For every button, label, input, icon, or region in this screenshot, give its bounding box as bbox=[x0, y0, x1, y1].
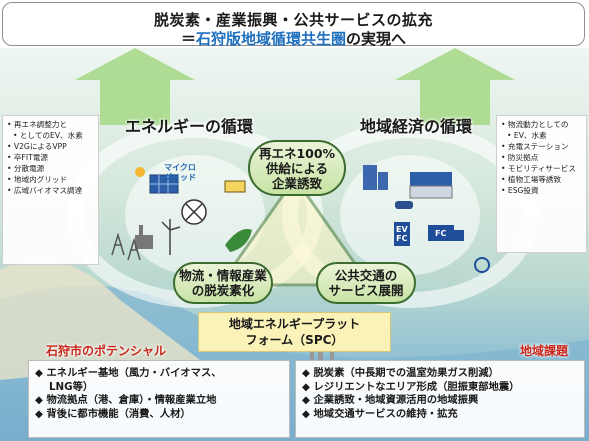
title-box: 脱炭素・産業振興・公共サービスの拡充 ＝石狩版地域循環共生圏の実現へ bbox=[2, 2, 585, 49]
node-top-line3: 企業誘致 bbox=[271, 175, 322, 191]
platform-line1: 地域エネルギープラット bbox=[228, 317, 361, 331]
node-public-transport: 公共交通の サービス展開 bbox=[316, 262, 416, 304]
issues-title: 地域課題 bbox=[520, 344, 569, 358]
list-item: 物流動力としての bbox=[501, 119, 582, 130]
list-item: 卒FIT電源 bbox=[7, 152, 94, 163]
issues-box: 脱炭素（中長期での温室効果ガス削減） レジリエントなエリア形成（胆振東部地震） … bbox=[295, 360, 585, 438]
title-highlight: 石狩版地域循環共生圏 bbox=[195, 30, 346, 48]
factory-icon bbox=[135, 225, 153, 249]
list-item: V2GによるVPP bbox=[7, 141, 94, 152]
economy-items-list: 物流動力としての EV、水素 充電ステーション 防災拠点 モビリティサービス 植… bbox=[496, 115, 587, 253]
arrow-up-right bbox=[395, 48, 515, 125]
list-item: 植物工場等誘致 bbox=[501, 174, 582, 185]
potential-title: 石狩市のポテンシャル bbox=[46, 344, 167, 358]
truck-fc-label: FC bbox=[435, 229, 447, 238]
node-left-line1: 物流・情報産業 bbox=[179, 268, 267, 283]
power-tower-icon-2 bbox=[127, 237, 141, 261]
node-right-line2: サービス展開 bbox=[328, 283, 404, 298]
potential-box: エネルギー基地（風力・バイオマス、 LNG等） 物流拠点（港、倉庫）・情報産業立… bbox=[28, 360, 290, 438]
node-top-line2: 供給による bbox=[265, 160, 329, 176]
list-item: ESG投資 bbox=[501, 185, 582, 196]
micro-grid-label-line2: グリッド bbox=[164, 173, 196, 182]
economy-cycle-title: 地域経済の循環 bbox=[360, 117, 473, 136]
node-logistics-decarbonization: 物流・情報産業 の脱炭素化 bbox=[173, 262, 273, 304]
list-item: 地域内グリッド bbox=[7, 174, 94, 185]
leaf-icon bbox=[225, 229, 252, 252]
list-item: EV、水素 bbox=[507, 130, 582, 141]
potential-item: 物流拠点（港、倉庫）・情報産業立地 bbox=[35, 394, 283, 408]
node-renewable-100: 再エネ100% 供給による 企業誘致 bbox=[248, 140, 346, 196]
list-item: 広域バイオマス調達 bbox=[7, 185, 94, 196]
title-line2-suffix: の実現へ bbox=[346, 30, 407, 48]
energy-platform-spc: 地域エネルギープラット フォーム（SPC） bbox=[198, 312, 391, 352]
potential-item: LNG等） bbox=[49, 380, 94, 393]
list-item: 再エネ調整力と bbox=[7, 119, 94, 130]
issue-item: 脱炭素（中長期での温室効果ガス削減） bbox=[302, 367, 578, 381]
potential-item: エネルギー基地（風力・バイオマス、 bbox=[35, 367, 283, 381]
issue-item: 企業誘致・地域資源活用の地域振興 bbox=[302, 394, 578, 408]
coastline bbox=[0, 260, 200, 380]
background-scene bbox=[0, 48, 589, 441]
building-icon bbox=[363, 165, 388, 190]
city-icons bbox=[310, 346, 334, 360]
micro-grid-label-line1: マイクロ bbox=[164, 163, 196, 172]
platform-line2: フォーム（SPC） bbox=[245, 333, 344, 347]
arrow-up-left bbox=[75, 48, 195, 125]
wind-turbine-icon bbox=[161, 219, 181, 255]
node-left-line2: の脱炭素化 bbox=[191, 283, 255, 298]
list-item: としてのEV、水素 bbox=[13, 130, 94, 141]
ev-charger-icon bbox=[394, 222, 410, 246]
truck-icon bbox=[428, 225, 464, 241]
recycle-icon bbox=[474, 257, 490, 273]
solar-panel-icon bbox=[149, 174, 179, 194]
list-item: 分散電源 bbox=[7, 163, 94, 174]
battery-icon bbox=[224, 180, 246, 193]
connection-triangle bbox=[217, 175, 373, 287]
list-item: 充電ステーション bbox=[501, 141, 582, 152]
ev-label-line1: EV bbox=[396, 225, 408, 234]
ev-label-line2: FC bbox=[396, 234, 408, 243]
car-icon bbox=[395, 201, 413, 209]
issue-item: 地域交通サービスの維持・拡充 bbox=[302, 408, 578, 422]
issue-item: レジリエントなエリア形成（胆振東部地震） bbox=[302, 381, 578, 395]
title-line1: 脱炭素・産業振興・公共サービスの拡充 bbox=[153, 11, 433, 29]
title-line2: ＝石狩版地域循環共生圏の実現へ bbox=[3, 28, 584, 49]
micro-grid-label: マイクロ グリッド bbox=[164, 163, 196, 183]
ev-fc-label: EV FC bbox=[396, 225, 408, 243]
potential-item: 背後に都市機能（消費、人材） bbox=[35, 408, 283, 422]
sun-icon bbox=[135, 167, 145, 177]
grid-node-icon bbox=[181, 199, 207, 225]
list-item: モビリティサービス bbox=[501, 163, 582, 174]
node-top-line1: 再エネ100% bbox=[258, 145, 336, 161]
title-line2-prefix: ＝ bbox=[180, 30, 196, 48]
energy-cycle-title: エネルギーの循環 bbox=[125, 117, 254, 136]
warehouse-solar-icon bbox=[409, 172, 453, 199]
list-item: 防災拠点 bbox=[501, 152, 582, 163]
node-right-line1: 公共交通の bbox=[334, 268, 398, 283]
power-tower-icon bbox=[111, 232, 125, 256]
energy-items-list: 再エネ調整力と としてのEV、水素 V2GによるVPP 卒FIT電源 分散電源 … bbox=[2, 115, 99, 265]
